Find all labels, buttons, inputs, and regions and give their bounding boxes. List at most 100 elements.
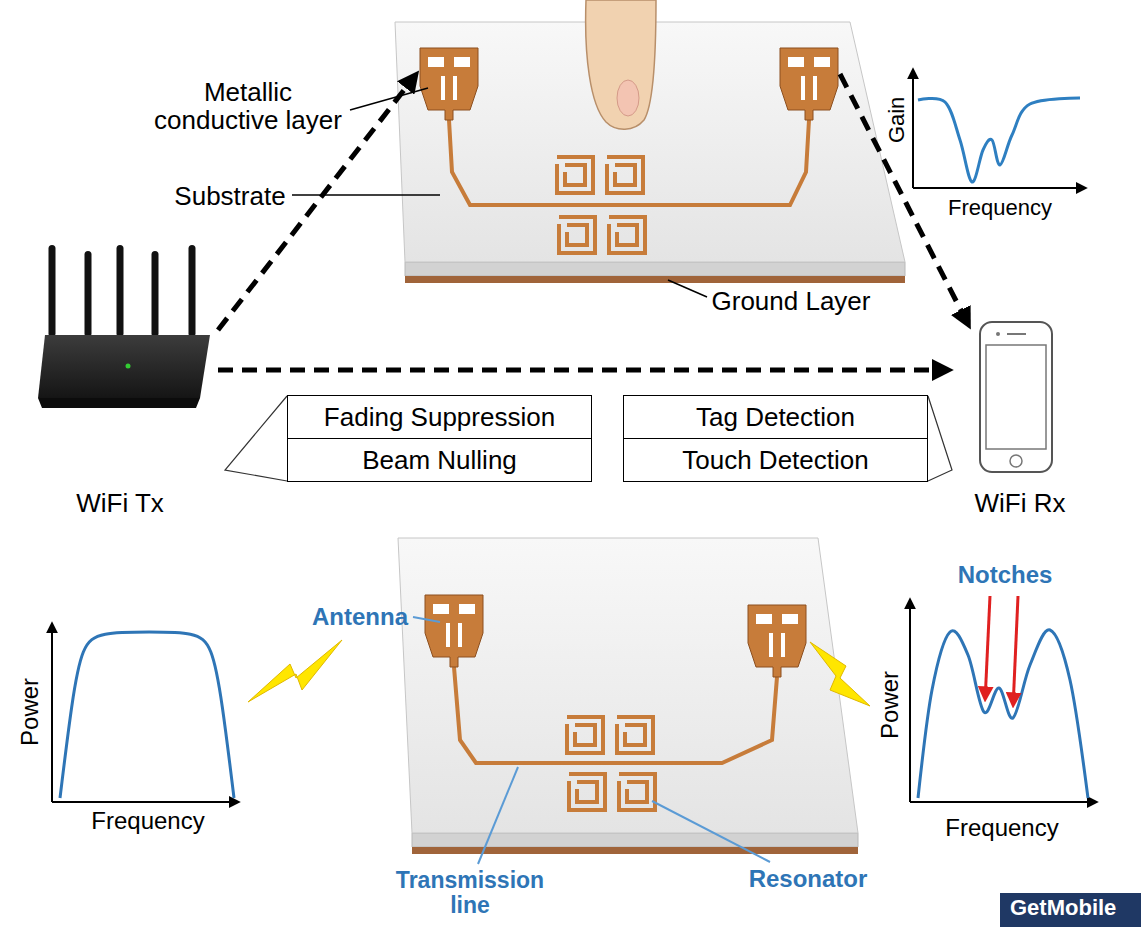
axis-label: Frequency	[948, 196, 1052, 220]
resonator-ring	[577, 782, 597, 802]
resonator-ring	[627, 782, 647, 802]
signal-arrow	[218, 368, 934, 373]
node-text: Beam Nulling	[362, 446, 517, 475]
split-ring-resonator	[619, 774, 655, 810]
spectrum-curve	[60, 632, 234, 798]
function-box: Tag Detection	[623, 395, 928, 439]
antenna-slot	[459, 604, 475, 614]
phone-speaker	[1007, 333, 1026, 335]
phone-camera	[996, 332, 1000, 336]
split-ring-resonator	[557, 157, 593, 193]
antenna-slot	[788, 57, 804, 67]
antenna-metal	[420, 48, 478, 120]
antenna-slot	[781, 633, 785, 657]
antenna-slot	[433, 604, 449, 614]
router-antenna	[152, 251, 159, 337]
axis-label: Gain	[885, 97, 909, 143]
router-antenna	[117, 245, 124, 337]
router-base	[38, 398, 200, 408]
leader-line	[292, 194, 440, 196]
antenna-metal	[425, 595, 483, 667]
part-label: Antenna	[312, 604, 408, 630]
resonator-ring	[617, 225, 637, 245]
watermark: GetMobile	[1010, 896, 1116, 920]
antenna-slot	[441, 76, 445, 100]
split-ring-resonator	[559, 217, 595, 253]
split-ring-resonator	[609, 217, 645, 253]
part-label: Substrate	[174, 182, 285, 210]
antenna-slot	[756, 614, 772, 624]
resonator-ring	[619, 774, 655, 810]
resonator-ring	[567, 225, 587, 245]
antenna-metal	[748, 605, 806, 677]
phone-screen	[986, 345, 1046, 449]
function-box: Beam Nulling	[287, 438, 592, 482]
part-label: Resonator	[749, 866, 868, 892]
antenna-slot	[782, 614, 798, 624]
split-ring-resonator	[567, 717, 603, 753]
axis	[909, 608, 911, 802]
resonator-ring	[575, 725, 595, 745]
resonator-ring	[567, 717, 603, 753]
router-antenna	[189, 245, 196, 337]
receiver-node: WiFi Rx	[955, 318, 1085, 518]
transmission-line	[449, 120, 809, 205]
lightning-bolt	[810, 642, 870, 706]
antenna-patch	[780, 48, 838, 120]
resonator-ring	[625, 725, 645, 745]
split-ring-resonator	[607, 157, 643, 193]
spectrum-curve	[918, 630, 1088, 798]
leader-line	[413, 617, 440, 622]
notch-arrow	[1014, 596, 1018, 694]
node-text: Tag Detection	[696, 403, 855, 432]
resonator-ring	[609, 217, 645, 253]
axis-label: Frequency	[91, 808, 204, 834]
function-box: Fading Suppression	[287, 395, 592, 439]
ground-layer	[405, 276, 905, 283]
antenna-metal	[780, 48, 838, 120]
resonator-ring	[557, 157, 593, 193]
callout-wedge	[225, 396, 287, 481]
axis-label: Power	[877, 671, 903, 739]
gain-curve	[918, 98, 1080, 182]
phone-body	[980, 322, 1052, 472]
finger	[586, 0, 656, 129]
router-antenna	[49, 245, 56, 337]
resonator-ring	[607, 157, 643, 193]
split-ring-resonator	[617, 717, 653, 753]
axis	[910, 801, 1088, 803]
antenna-patch	[748, 605, 806, 677]
resonator-ring	[565, 165, 585, 185]
resonator-ring	[615, 165, 635, 185]
resonator-ring	[569, 774, 605, 810]
lightning-bolt	[248, 640, 342, 702]
antenna-slot	[814, 57, 830, 67]
substrate-edge	[412, 833, 858, 847]
finger-nail	[617, 80, 639, 116]
notch-arrow	[986, 596, 990, 688]
leader-line	[668, 280, 707, 297]
antenna-slot	[454, 57, 470, 67]
axis-label: Power	[17, 678, 43, 746]
axis-label: Frequency	[945, 815, 1058, 841]
antenna-slot	[801, 76, 805, 100]
substrate-edge	[405, 262, 905, 276]
antenna-patch	[425, 595, 483, 667]
leader-line	[478, 767, 518, 864]
substrate-top	[398, 538, 858, 833]
antenna-slot	[813, 76, 817, 100]
antenna-slot	[458, 623, 462, 647]
transmitter-node: WiFi Tx	[25, 240, 215, 518]
callout-wedge	[928, 396, 952, 481]
antenna-slot	[453, 76, 457, 100]
leader-line	[350, 88, 428, 110]
node-text: WiFi Rx	[975, 489, 1066, 518]
watermark-bar	[1000, 893, 1141, 927]
node-text: Touch Detection	[682, 446, 868, 475]
resonator-ring	[617, 717, 653, 753]
part-label: Transmission line	[385, 868, 555, 918]
part-label: Metallic conductive layer	[148, 78, 348, 134]
node-text: Fading Suppression	[324, 403, 555, 432]
axis	[912, 78, 914, 188]
